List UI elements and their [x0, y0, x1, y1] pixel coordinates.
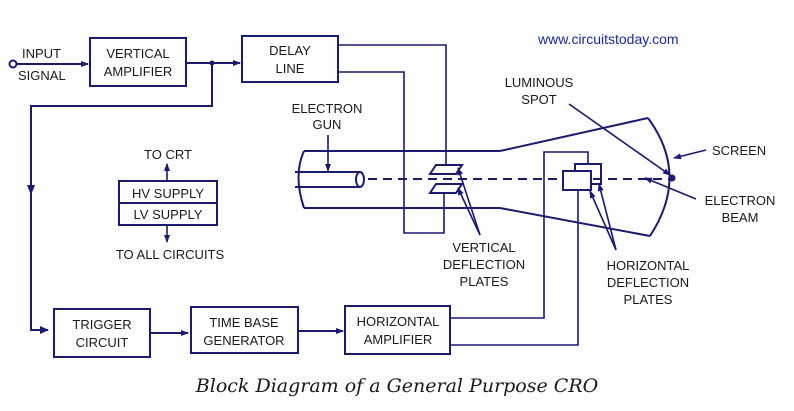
luminous-spot-label-2: SPOT	[521, 92, 556, 107]
vplate-pointer-1	[457, 167, 481, 236]
screen-pointer	[673, 149, 707, 160]
hamp-to-front-plate-wire	[450, 190, 579, 346]
horizontal-amplifier-label-2: AMPLIFIER	[364, 332, 433, 347]
luminous-spot-dot	[668, 174, 676, 182]
vplate-pointer-2	[457, 187, 481, 236]
time-base-label-1: TIME BASE	[209, 315, 279, 330]
hplate-pointer-1	[589, 190, 617, 251]
luminous-spot-pointer	[568, 103, 671, 176]
electron-gun-label-1: ELECTRON	[292, 101, 363, 116]
crt-screen	[647, 117, 671, 237]
vertical-plate-top	[428, 164, 464, 175]
horizontal-amplifier-label-1: HORIZONTAL	[357, 314, 440, 329]
delay-line-label-2: LINE	[276, 61, 305, 76]
delay-line-label-1: DELAY	[269, 43, 311, 58]
diagram-caption: Block Diagram of a General Purpose CRO	[195, 375, 599, 397]
time-base-label-2: GENERATOR	[203, 333, 284, 348]
hplate-pointer-2	[597, 183, 617, 251]
electron-gun-label-2: GUN	[313, 117, 342, 132]
delay-to-top-plate-wire	[338, 44, 447, 165]
luminous-spot-label-1: LUMINOUS	[505, 75, 574, 90]
vertical-plates-label-2: DEFLECTION	[443, 257, 525, 272]
electron-beam-label-2: BEAM	[722, 210, 759, 225]
vertical-amplifier-label-2: AMPLIFIER	[104, 64, 173, 79]
lv-supply-label: LV SUPPLY	[134, 207, 203, 222]
vertical-amplifier-label-1: VERTICAL	[106, 46, 169, 61]
site-url: www.circuitstoday.com	[537, 31, 679, 47]
electron-beam-label-1: ELECTRON	[705, 193, 776, 208]
horizontal-plates-label-2: DEFLECTION	[607, 275, 689, 290]
vertical-plate-bottom	[428, 183, 464, 194]
input-label-1: INPUT	[22, 46, 61, 61]
vertical-plates-label-3: PLATES	[460, 274, 509, 289]
trigger-label-2: CIRCUIT	[76, 335, 129, 350]
horizontal-plate-front	[562, 170, 592, 191]
hv-supply-label: HV SUPPLY	[132, 186, 204, 201]
vertical-plates-label-1: VERTICAL	[452, 240, 515, 255]
input-terminal-icon	[8, 59, 18, 69]
hamp-to-back-plate-wire	[450, 151, 589, 319]
horizontal-plates-label-3: PLATES	[624, 292, 673, 307]
screen-label: SCREEN	[712, 143, 766, 158]
trigger-feed-wire	[30, 63, 213, 331]
horizontal-amplifier-block	[344, 305, 451, 355]
input-label-2: SIGNAL	[18, 68, 66, 83]
delay-to-bottom-plate-wire	[338, 71, 445, 234]
crt-flare-bottom	[499, 207, 651, 237]
trigger-label-1: TRIGGER	[72, 317, 131, 332]
electron-beam-pointer	[644, 177, 697, 200]
down-arrow-icon	[27, 185, 35, 195]
delay-line-block	[241, 35, 339, 83]
crt-rear-cap	[297, 150, 305, 209]
to-crt-label: TO CRT	[144, 147, 192, 162]
gun-aperture	[355, 171, 365, 188]
to-all-circuits-label: TO ALL CIRCUITS	[116, 247, 225, 262]
right-arrow-icon	[40, 326, 49, 334]
crt-flare-top	[499, 117, 649, 152]
horizontal-plates-label-1: HORIZONTAL	[607, 258, 690, 273]
